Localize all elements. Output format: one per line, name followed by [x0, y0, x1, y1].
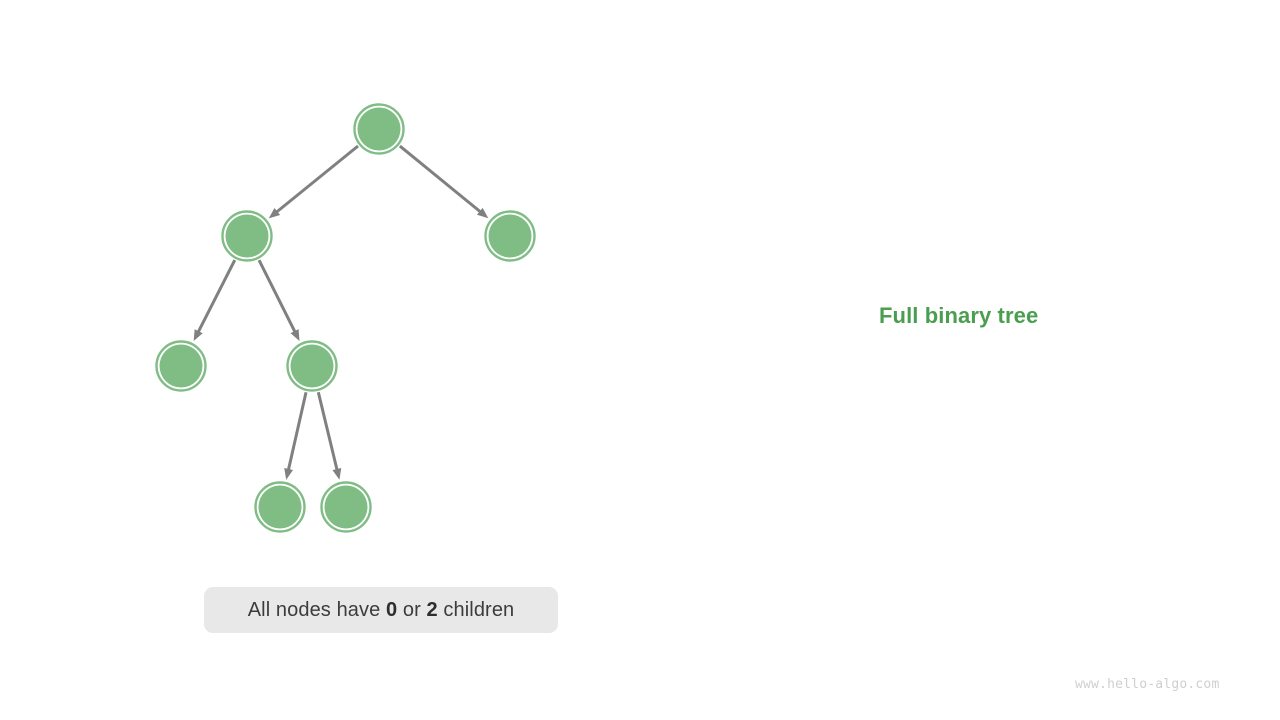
edge-arrowhead — [193, 329, 203, 342]
node-fill — [324, 485, 368, 529]
tree-edge — [275, 144, 359, 214]
node-ring — [286, 340, 338, 392]
page-title: Full binary tree — [879, 303, 1039, 328]
tree-edge — [316, 391, 339, 472]
node-ring — [221, 210, 273, 262]
caption-middle: or — [397, 598, 427, 621]
node-fill — [225, 214, 269, 258]
tree-node — [320, 481, 372, 533]
edge-arrowhead — [268, 207, 281, 219]
caption-text: All nodes have 0 or 2 children — [248, 599, 515, 622]
tree-edge — [257, 259, 297, 334]
caption-prefix: All nodes have — [247, 598, 386, 621]
edge-layer — [193, 144, 489, 480]
node-fill — [357, 107, 401, 151]
node-ring — [353, 103, 405, 155]
tree-node — [254, 481, 306, 533]
tree-edge — [196, 259, 237, 334]
node-fill — [488, 214, 532, 258]
tree-node — [484, 210, 536, 262]
node-ring — [254, 481, 306, 533]
caption-suffix: children — [437, 598, 515, 621]
tree-edge — [286, 391, 308, 471]
node-fill — [290, 344, 334, 388]
edge-arrowhead — [284, 467, 294, 480]
node-fill — [159, 344, 203, 388]
node-fill — [258, 485, 302, 529]
caption-bold-zero: 0 — [386, 598, 398, 621]
node-layer — [155, 103, 536, 533]
tree-node — [155, 340, 207, 392]
tree-node — [353, 103, 405, 155]
edge-arrowhead — [290, 329, 300, 341]
tree-node — [221, 210, 273, 262]
caption-bold-two: 2 — [426, 598, 438, 621]
caption-box: All nodes have 0 or 2 children — [204, 587, 558, 633]
node-ring — [155, 340, 207, 392]
edge-arrowhead — [476, 207, 489, 219]
tree-node — [286, 340, 338, 392]
tree-edge — [398, 144, 483, 214]
watermark: www.hello-algo.com — [1075, 677, 1220, 692]
node-ring — [320, 481, 372, 533]
edge-arrowhead — [332, 468, 342, 480]
node-ring — [484, 210, 536, 262]
